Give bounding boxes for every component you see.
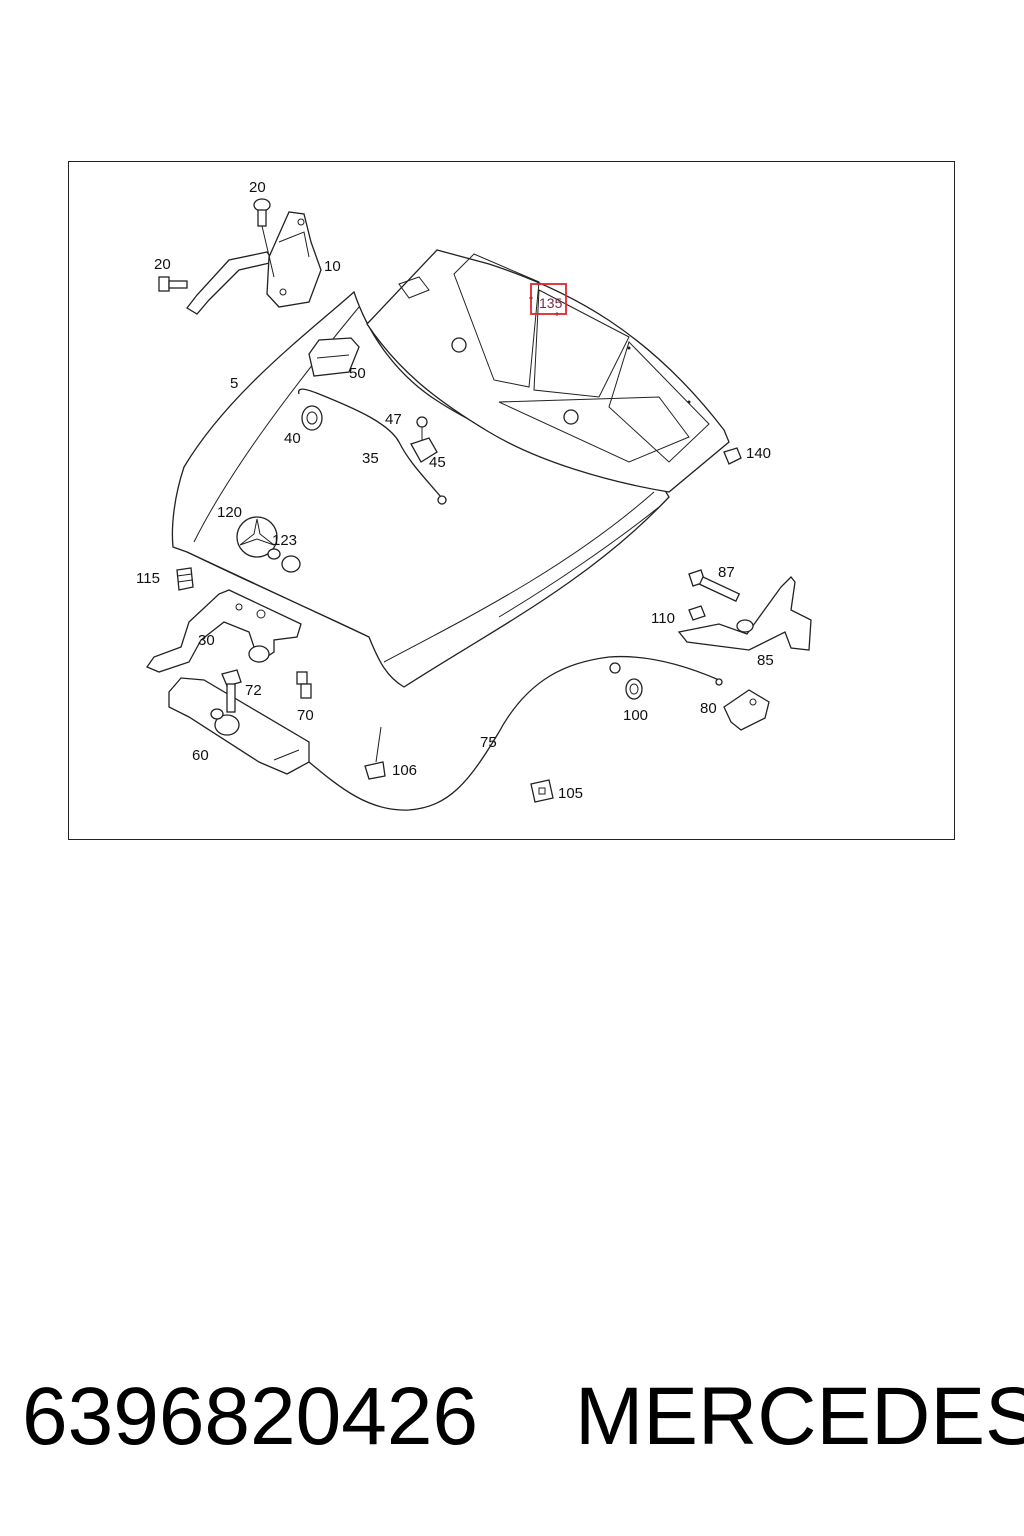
- hood-hinge: [186, 211, 322, 315]
- clip-106: [364, 726, 386, 780]
- release-handle: [308, 337, 360, 377]
- callout-30: 30: [198, 632, 215, 649]
- hood-parts-diagram: 20 20 10 5 50 135 40 47 35 45 140 120 12…: [136, 179, 812, 811]
- emblem-clip-123: [267, 548, 301, 573]
- callout-60: 60: [192, 747, 209, 764]
- callout-105: 105: [558, 785, 583, 802]
- callout-135: 135: [539, 295, 563, 311]
- release-cable: [308, 655, 723, 811]
- grommet-40: [301, 405, 323, 431]
- callout-72: 72: [245, 682, 262, 699]
- callout-80: 80: [700, 700, 717, 717]
- callout-50: 50: [349, 365, 366, 382]
- bolt-72: [221, 669, 242, 713]
- bolt-20-top: [253, 198, 275, 278]
- callout-20-left: 20: [154, 256, 171, 273]
- callout-10: 10: [324, 258, 341, 275]
- clip-140: [723, 447, 742, 465]
- hood-panel: [171, 290, 670, 688]
- callout-5: 5: [230, 375, 238, 392]
- callout-70: 70: [297, 707, 314, 724]
- clip-45: [410, 437, 438, 463]
- star-emblem: [236, 516, 278, 558]
- brand-name: MERCEDES: [575, 1371, 1024, 1462]
- part-number: 6396820426: [22, 1371, 479, 1462]
- callout-35: 35: [362, 450, 379, 467]
- callout-106: 106: [392, 762, 417, 779]
- nut-110: [688, 605, 706, 621]
- callout-140: 140: [746, 445, 771, 462]
- callout-110: 110: [651, 610, 675, 627]
- callout-47: 47: [385, 411, 402, 428]
- hood-inner-frame: [366, 249, 730, 493]
- callout-labels: 20 20 10 5 50 135 40 47 35 45 140 120 12…: [136, 179, 774, 802]
- callout-45: 45: [429, 454, 446, 471]
- bolt-70: [296, 671, 312, 699]
- grommet-100: [625, 678, 643, 700]
- clip-47: [416, 416, 428, 442]
- support-rod: [298, 388, 447, 505]
- callout-100: 100: [623, 707, 648, 724]
- bump-stop: [176, 567, 194, 591]
- bracket-85: [677, 576, 812, 651]
- callout-120: 120: [217, 504, 242, 521]
- parts-diagram-frame: 20 20 10 5 50 135 40 47 35 45 140 120 12…: [68, 161, 955, 840]
- lock-catch-60: [168, 677, 310, 775]
- callout-40: 40: [284, 430, 301, 447]
- callout-87: 87: [718, 564, 735, 581]
- callout-115: 115: [136, 570, 160, 587]
- highlight-box: [530, 283, 567, 315]
- release-lever-80: [723, 689, 770, 731]
- footer-caption: 6396820426 MERCEDES: [0, 1372, 1024, 1462]
- callout-85: 85: [757, 652, 774, 669]
- clip-105: [530, 779, 554, 803]
- callout-20-top: 20: [249, 179, 266, 196]
- callout-75: 75: [480, 734, 497, 751]
- bolt-20-left: [158, 276, 188, 292]
- callout-123: 123: [272, 532, 297, 549]
- bolt-87: [688, 569, 741, 603]
- hood-lock: [146, 589, 302, 673]
